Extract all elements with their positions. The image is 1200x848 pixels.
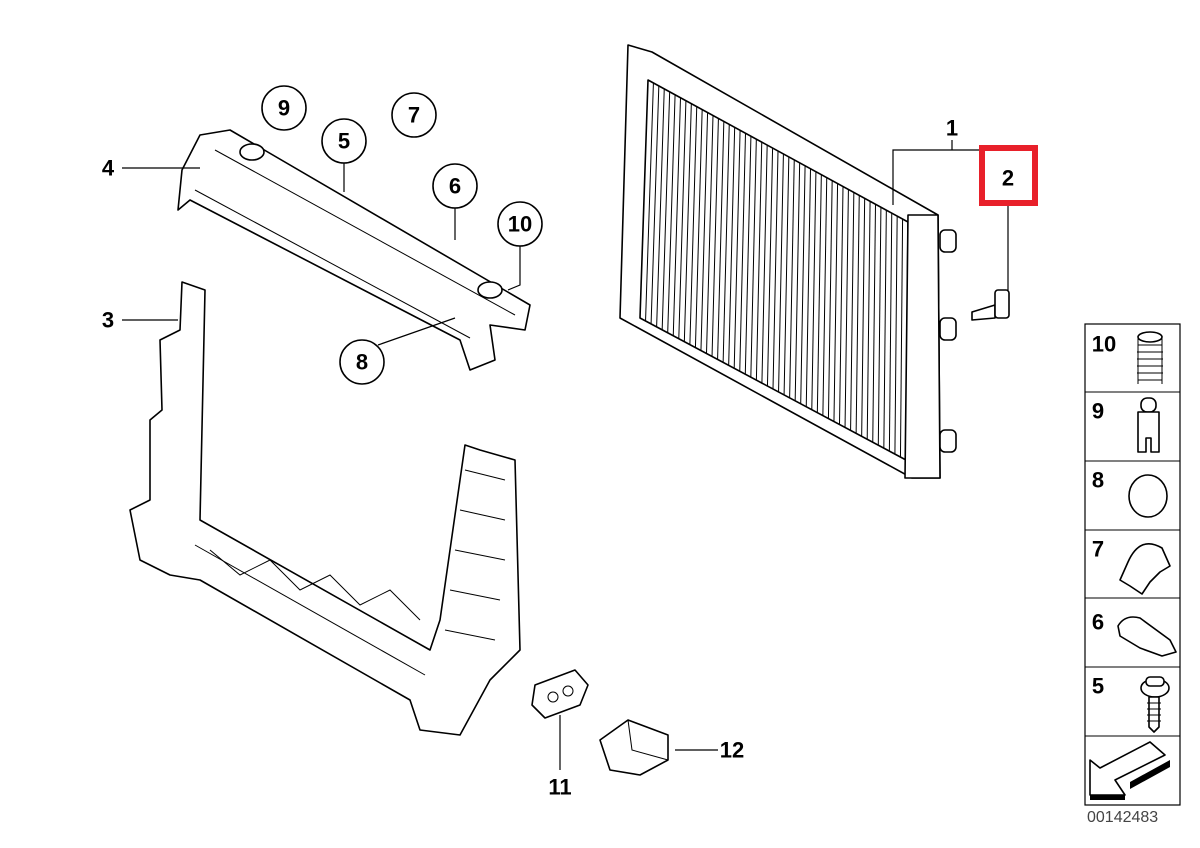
radiator-fin (805, 168, 811, 407)
legend-item-6[interactable]: 6 (1092, 610, 1177, 657)
radiator-fin (861, 198, 866, 437)
radiator-fin (689, 106, 698, 345)
callout-2[interactable]: 2 (1002, 166, 1014, 191)
radiator-part-1[interactable] (619, 44, 957, 479)
svg-text:7: 7 (1092, 537, 1104, 562)
cap-icon (1128, 474, 1168, 518)
radiator-fin (678, 100, 687, 339)
radiator-fin (800, 165, 806, 404)
radiator-fin (816, 174, 822, 413)
radiator-fin (811, 171, 817, 410)
callout-9: 9 (261, 85, 307, 131)
radiator-fin (750, 139, 757, 378)
radiator-fin (833, 183, 839, 422)
drain-plug-part-2[interactable] (971, 289, 1010, 321)
radiator-fin (694, 109, 703, 348)
radiator-fin (683, 103, 692, 342)
svg-text:5: 5 (1092, 674, 1104, 699)
radiator-fin (783, 156, 790, 395)
svg-text:8: 8 (1092, 468, 1104, 493)
radiator-fin (733, 130, 741, 369)
svg-text:8: 8 (356, 350, 368, 375)
radiator-fin (744, 136, 752, 375)
callout-12: 12 (720, 738, 744, 763)
radiator-fin (700, 112, 709, 351)
svg-text:6: 6 (449, 174, 461, 199)
svg-text:7: 7 (408, 103, 420, 128)
legend-panel: 10 9 8 7 6 5 (1084, 323, 1181, 806)
highlight-box (979, 145, 1038, 206)
radiator-fin (661, 91, 671, 330)
radiator-fin (706, 115, 714, 354)
front-frame-part-3[interactable] (129, 281, 521, 736)
callout-5: 5 (321, 118, 367, 164)
svg-text:6: 6 (1092, 610, 1104, 635)
svg-text:10: 10 (1092, 332, 1116, 357)
clip-nut-icon (1117, 616, 1177, 657)
callout-8: 8 (339, 339, 385, 385)
legend-item-8[interactable]: 8 (1092, 468, 1168, 518)
radiator-fin (766, 148, 774, 387)
callout-6: 6 (432, 163, 478, 209)
radiator-fin (672, 97, 681, 336)
radiator-fin (888, 213, 893, 452)
callout-7: 7 (391, 92, 437, 138)
plug-icon (1137, 397, 1160, 453)
radiator-fin (722, 124, 730, 363)
bracket-part-12[interactable] (599, 719, 669, 776)
callout-4: 4 (102, 156, 115, 181)
diagram-id: 00142483 (1087, 809, 1158, 826)
radiator-fin (717, 121, 725, 360)
radiator-fin (711, 118, 719, 357)
radiator-fin (739, 133, 746, 372)
radiator-fin (794, 162, 801, 401)
radiator-fin (789, 159, 795, 398)
svg-text:9: 9 (278, 96, 290, 121)
callout-11: 11 (548, 775, 571, 800)
radiator-fin (866, 201, 871, 440)
radiator-fin (827, 180, 833, 419)
radiator-fin (650, 85, 660, 324)
radiator-fin (656, 88, 665, 327)
grommet-icon (1137, 331, 1163, 384)
radiator-fin (822, 177, 828, 416)
radiator-fin (894, 216, 898, 455)
legend-item-7[interactable]: 7 (1092, 537, 1171, 595)
radiator-fin (899, 219, 904, 458)
svg-text:5: 5 (338, 129, 350, 154)
radiator-fin (872, 204, 876, 443)
screw-icon (1140, 676, 1170, 733)
radiator-fin (667, 94, 676, 333)
radiator-fin (778, 153, 784, 392)
radiator-fin (855, 195, 860, 434)
upper-carrier-part-4[interactable] (177, 129, 531, 371)
svg-text:9: 9 (1092, 399, 1104, 424)
clip-icon (1119, 543, 1171, 595)
radiator-fin (877, 207, 882, 446)
radiator-fin (755, 142, 763, 381)
legend-item-10[interactable]: 10 (1092, 331, 1163, 385)
legend-item-9[interactable]: 9 (1092, 397, 1160, 453)
radiator-fin (772, 150, 779, 390)
direction-arrow-icon[interactable] (1089, 741, 1170, 800)
radiator-fin (839, 186, 844, 425)
radiator-fin (844, 189, 849, 428)
callout-3: 3 (102, 308, 114, 333)
radiator-fin (645, 82, 654, 321)
callout-1: 1 (946, 116, 958, 141)
radiator-fin (728, 127, 736, 366)
radiator-fin (850, 192, 855, 431)
bracket-part-11[interactable] (531, 669, 589, 719)
radiator-fin (883, 210, 887, 449)
legend-item-5[interactable]: 5 (1092, 674, 1170, 733)
svg-text:10: 10 (508, 212, 532, 237)
radiator-fin (761, 145, 768, 384)
callout-10: 10 (497, 201, 543, 247)
